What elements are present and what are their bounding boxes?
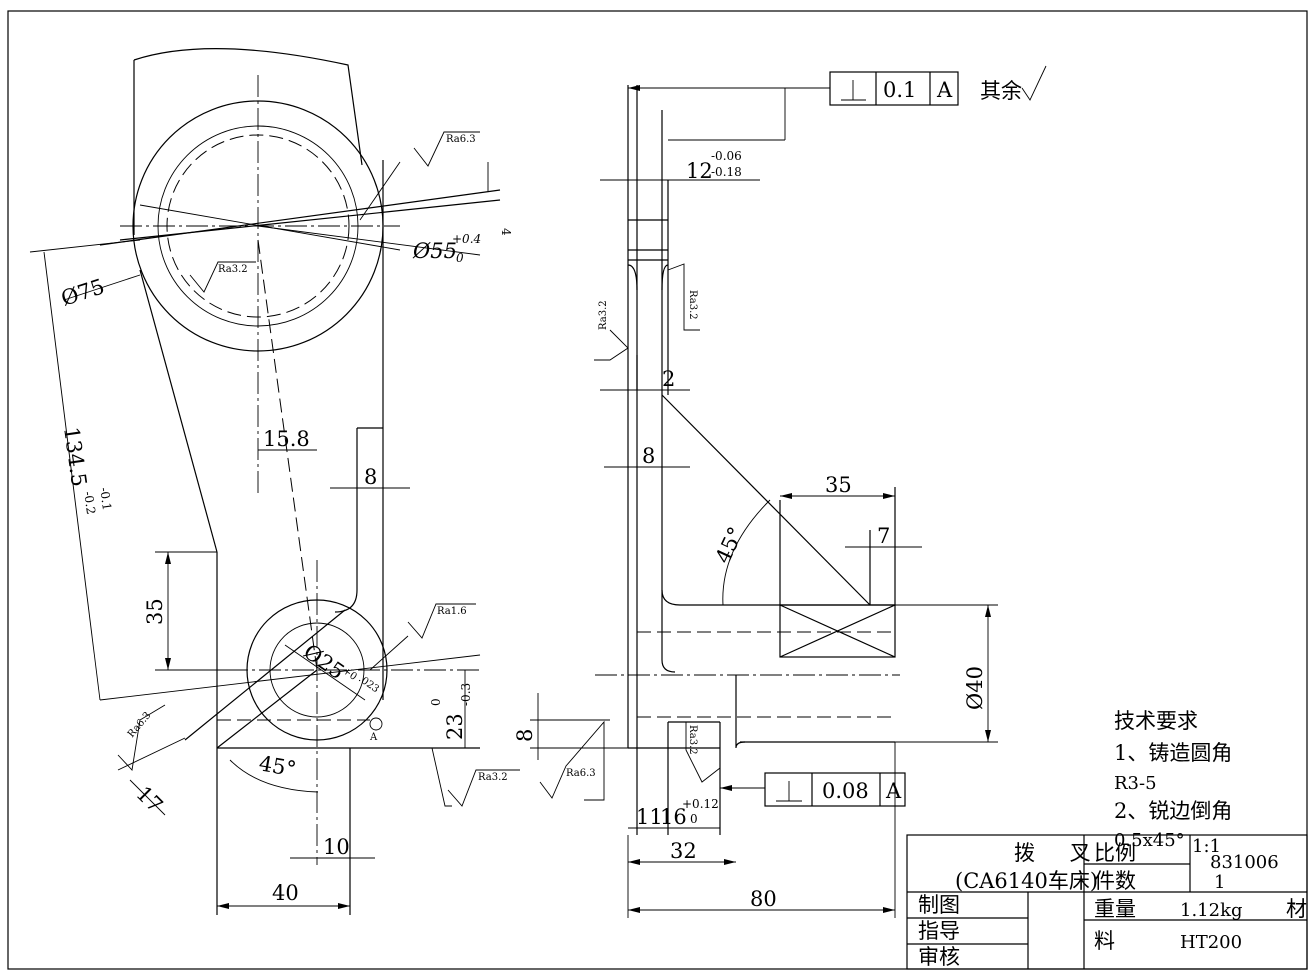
dim-12-tol-upper: -0.06 xyxy=(711,149,742,163)
dim-2: 2 xyxy=(662,367,675,391)
axis-line xyxy=(257,239,318,671)
datum-a-label: A xyxy=(369,732,378,743)
dim-40: 40 xyxy=(272,881,299,905)
chamfer-diag xyxy=(184,609,346,741)
dim-7: 7 xyxy=(877,524,890,548)
long-leader xyxy=(99,654,481,701)
dim-45-right: 45° xyxy=(711,523,748,567)
roughness-ra32-side-r: Ra3.2 xyxy=(667,263,700,331)
roughness-ra16-hub: Ra1.6 xyxy=(369,603,476,671)
dim-11: 11 xyxy=(636,805,663,829)
tb-material-label-b: 料 xyxy=(1094,929,1115,953)
tb-qty-label: 件数 xyxy=(1094,869,1136,893)
dim-8-vert: 8 xyxy=(513,729,537,742)
dim-d75: Ø75 xyxy=(58,274,107,310)
body-left-diag xyxy=(139,269,218,553)
dim-16-tol-lower: 0 xyxy=(690,812,698,826)
dim-10: 10 xyxy=(323,835,350,859)
svg-text:Ra1.6: Ra1.6 xyxy=(437,606,467,617)
dim-d25-tol-lower: .023 xyxy=(356,673,381,695)
dim-23-tol-upper: 0 xyxy=(429,698,443,706)
svg-text:Ra6.3: Ra6.3 xyxy=(126,710,153,740)
general-finish-symbol xyxy=(1021,65,1047,101)
cut-line-1 xyxy=(99,189,501,246)
dim-16-tol-upper: +0.12 xyxy=(682,797,719,811)
tolerance-frame-top: 0.1 A xyxy=(628,71,959,141)
dim-8-slot: 8 xyxy=(364,465,377,489)
tech-req-line1: 1、铸造圆角 xyxy=(1114,741,1232,765)
dim-32: 32 xyxy=(670,839,697,863)
dim-gap-4: 4 xyxy=(499,228,513,236)
tol-top-value: 0.1 xyxy=(883,78,916,102)
tb-drawn-label: 制图 xyxy=(918,893,960,917)
dim-134-5: 134.5 xyxy=(59,425,91,488)
tol-bottom-datum: A xyxy=(885,779,902,803)
tb-weight-label: 重量 xyxy=(1094,897,1136,921)
dim-23: 23 xyxy=(443,713,467,740)
slot-fillet xyxy=(334,589,358,613)
tb-review-label: 审核 xyxy=(918,945,960,969)
tolerance-frame-bottom: 0.08 A xyxy=(720,772,906,807)
dim-80: 80 xyxy=(750,887,777,911)
svg-text:Ra6.3: Ra6.3 xyxy=(566,768,596,779)
dim-12-tol-lower: -0.18 xyxy=(711,165,742,179)
tb-machine: (CA6140车床) xyxy=(955,869,1098,893)
tol-bottom-value: 0.08 xyxy=(822,779,869,803)
dim-45-left: 45° xyxy=(257,751,298,781)
tb-weight-value: 1.12kg xyxy=(1180,900,1243,921)
roughness-ra32-base: Ra3.2 xyxy=(431,747,520,807)
dim-12: 12 xyxy=(686,159,713,183)
datum-a-symbol xyxy=(369,717,383,731)
dim-15-8: 15.8 xyxy=(263,427,310,451)
svg-text:Ra3.2: Ra3.2 xyxy=(687,725,698,755)
roughness-ra63-top: Ra6.3 xyxy=(359,131,480,221)
tech-req-heading: 技术要求 xyxy=(1114,709,1198,733)
dim-35-left: 35 xyxy=(143,598,167,625)
tb-part-name: 拨 叉 xyxy=(1014,841,1105,865)
dim-16: 16 xyxy=(660,805,687,829)
tb-drawing-no: 831006 xyxy=(1210,852,1279,873)
roughness-ra63-right: Ra6.3 xyxy=(539,720,605,801)
chamfer-45 xyxy=(216,669,318,749)
dim-d55: Ø55 xyxy=(412,239,457,263)
right-view: 12 -0.06 -0.18 2 8 35 7 45° Ø40 8 11 16 … xyxy=(513,85,998,918)
dim-d40: Ø40 xyxy=(963,666,987,710)
roughness-ra63-left: Ra6.3 xyxy=(117,704,166,771)
tech-req-line3: 2、锐边倒角 xyxy=(1114,799,1232,823)
dim-134-5-tol-lower: -0.2 xyxy=(81,490,98,515)
tb-material-value: HT200 xyxy=(1180,932,1242,953)
roughness-ra32-side-l: Ra3.2 xyxy=(594,300,629,361)
tb-guide-label: 指导 xyxy=(918,919,960,943)
tol-top-datum: A xyxy=(936,78,953,102)
tb-scale-value: 1:1 xyxy=(1192,836,1221,857)
tech-req-line2: R3-5 xyxy=(1114,773,1157,794)
dim-d55-tol-lower: 0 xyxy=(456,251,464,265)
left-view: A 134.5 -0.1 -0.2 Ø75 Ø55 +0.4 0 4 15.8 … xyxy=(29,48,520,915)
svg-text:Ra3.2: Ra3.2 xyxy=(687,290,698,320)
dim-23-tol-lower: -0.3 xyxy=(459,683,473,706)
general-finish-note: 其余 xyxy=(980,79,1022,103)
roughness-ra32-slot: Ra3.2 xyxy=(685,722,721,783)
svg-text:Ra3.2: Ra3.2 xyxy=(598,300,609,330)
tech-requirements: 技术要求 1、铸造圆角 R3-5 2、锐边倒角 0.5x45° xyxy=(1114,709,1232,851)
dim-134-5-tol-upper: -0.1 xyxy=(97,486,114,511)
dim-35-right: 35 xyxy=(825,473,852,497)
fork-outer-curve xyxy=(133,48,363,166)
tb-material-label-a: 材 xyxy=(1286,897,1307,921)
arrowheads xyxy=(165,85,991,913)
drawing-border xyxy=(7,10,1308,970)
roughness-ra32-bore: Ra3.2 xyxy=(189,261,256,293)
svg-text:Ra3.2: Ra3.2 xyxy=(218,264,248,275)
svg-text:Ra3.2: Ra3.2 xyxy=(478,772,508,783)
dim-d55-tol-upper: +0.4 xyxy=(452,232,481,246)
title-block: 拨 叉 (CA6140车床) 比例 1:1 831006 件数 1 制图 指导 … xyxy=(906,834,1308,970)
tb-qty-value: 1 xyxy=(1214,872,1225,893)
tb-scale-label: 比例 xyxy=(1094,841,1136,865)
cut-line-2 xyxy=(119,199,501,241)
dim-8-web: 8 xyxy=(642,444,655,468)
svg-text:Ra6.3: Ra6.3 xyxy=(446,134,476,145)
